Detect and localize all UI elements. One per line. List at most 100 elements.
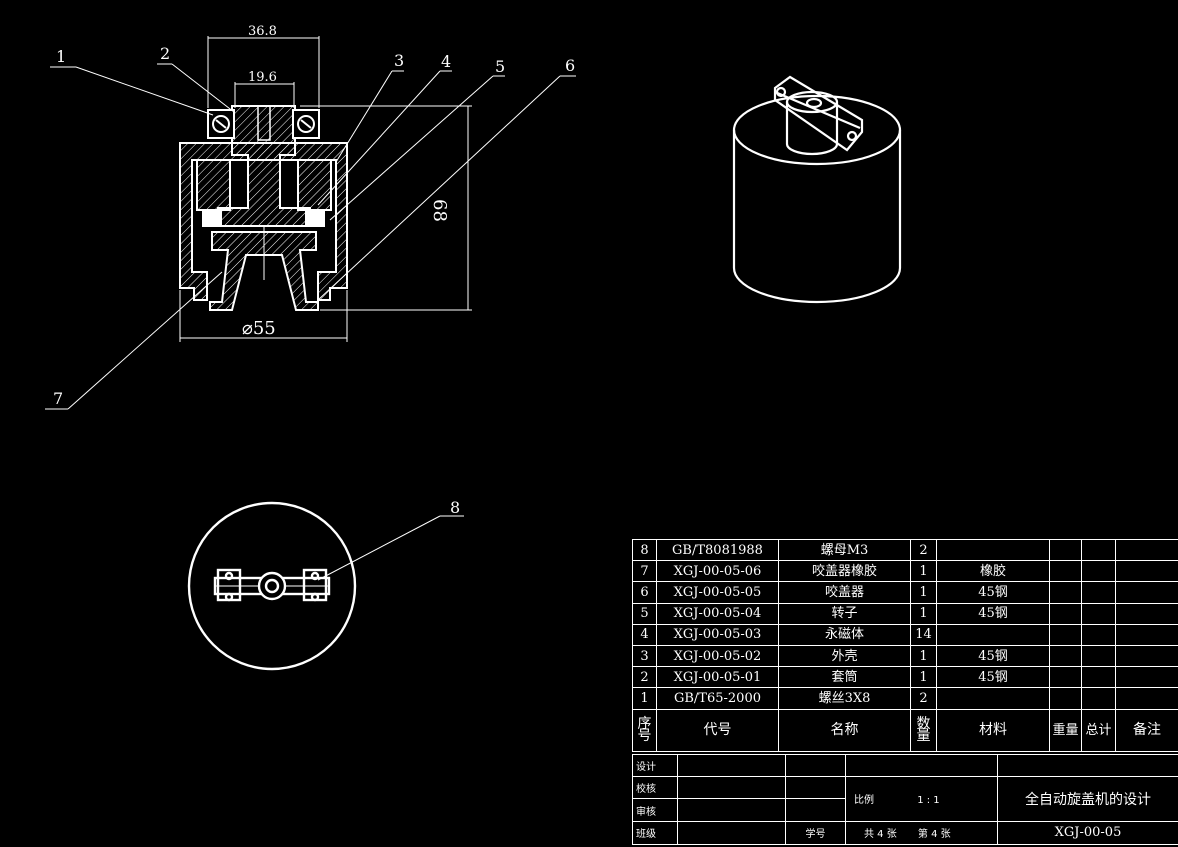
bom-cell-material: 45钢 — [936, 602, 1050, 625]
dim-width-top: 36.8 — [248, 24, 277, 39]
bom-cell-weight — [1049, 623, 1082, 646]
bom-cell-qty: 1 — [910, 644, 937, 668]
bom-cell-name: 咬盖器橡胶 — [778, 560, 911, 583]
bom-cell-material: 橡胶 — [936, 560, 1050, 583]
bom-cell-total — [1081, 666, 1116, 689]
bom-cell-weight — [1049, 538, 1082, 562]
bom-header-qty: 数量 — [910, 708, 937, 752]
tb-sheets-cell: 共 4 张 第 4 张 — [845, 820, 998, 846]
tb-class-value — [677, 820, 786, 846]
leader-lines — [45, 63, 576, 581]
bom-cell-name: 螺丝3X8 — [778, 687, 911, 710]
callout-6: 6 — [565, 56, 576, 75]
tb-design-extra — [785, 753, 846, 778]
bom-cell-material: 45钢 — [936, 644, 1050, 668]
seal-right — [305, 209, 325, 227]
bom-header-code: 代号 — [656, 708, 779, 752]
tb-sheets-total: 共 4 张 — [864, 829, 897, 841]
cap-gripper — [209, 231, 319, 311]
bom-cell-total — [1081, 581, 1116, 604]
tb-student-no-label: 学号 — [785, 820, 846, 846]
bom-cell-qty: 2 — [910, 687, 937, 710]
bom-header-row: 序号 代号 名称 数量 材料 重量 总计 备注 — [632, 708, 1178, 752]
bom-cell-weight — [1049, 644, 1082, 668]
tb-review-extra — [785, 798, 846, 822]
callout-2: 2 — [160, 44, 171, 63]
dimension-lines — [179, 36, 472, 342]
magnet-left — [196, 159, 231, 211]
magnet-right — [297, 159, 332, 211]
tb-scale-value: 1 : 1 — [917, 795, 940, 807]
bom-header-total: 总计 — [1081, 708, 1116, 752]
bom-header-material: 材料 — [936, 708, 1050, 752]
bom-cell-no: 6 — [632, 581, 657, 604]
bom-cell-no: 7 — [632, 560, 657, 583]
bom-cell-note — [1115, 602, 1178, 625]
bom-cell-code: GB/T65-2000 — [656, 687, 779, 710]
callout-1: 1 — [56, 47, 67, 66]
bom-cell-qty: 2 — [910, 538, 937, 562]
callout-8: 8 — [450, 498, 461, 517]
bom-cell-total — [1081, 538, 1116, 562]
bom-cell-note — [1115, 581, 1178, 604]
tb-blank-top-right — [997, 753, 1178, 778]
tb-review-value — [677, 798, 786, 822]
tb-review-label: 审核 — [632, 798, 678, 822]
bom-cell-no: 2 — [632, 666, 657, 689]
bom-cell-code: XGJ-00-05-05 — [656, 581, 779, 604]
bom-cell-name: 外壳 — [778, 644, 911, 668]
bom-cell-no: 3 — [632, 644, 657, 668]
tb-design-value — [677, 753, 786, 778]
bom-cell-material — [936, 623, 1050, 646]
tb-design-label: 设计 — [632, 753, 678, 778]
tb-drawing-code: XGJ-00-05 — [997, 820, 1178, 846]
section-view — [179, 105, 348, 311]
bom-cell-name: 螺母M3 — [778, 538, 911, 562]
bom-cell-note — [1115, 644, 1178, 668]
bom-cell-material — [936, 538, 1050, 562]
callout-5: 5 — [495, 57, 506, 76]
bom-cell-material — [936, 687, 1050, 710]
tb-check-value — [677, 776, 786, 800]
bom-header-weight: 重量 — [1049, 708, 1082, 752]
cylinder-body — [732, 130, 902, 304]
tb-sheet-no: 第 4 张 — [917, 829, 951, 841]
bom-cell-total — [1081, 560, 1116, 583]
bom-cell-no: 4 — [632, 623, 657, 646]
dim-width-inner: 19.6 — [248, 70, 277, 85]
dim-height: 68 — [429, 199, 450, 222]
bom-cell-weight — [1049, 581, 1082, 604]
bom-cell-name: 转子 — [778, 602, 911, 625]
bom-cell-code: XGJ-00-05-04 — [656, 602, 779, 625]
bom-cell-note — [1115, 687, 1178, 710]
bom-cell-note — [1115, 623, 1178, 646]
bom-cell-total — [1081, 644, 1116, 668]
bom-cell-total — [1081, 602, 1116, 625]
bom-cell-total — [1081, 623, 1116, 646]
bom-cell-code: XGJ-00-05-02 — [656, 644, 779, 668]
outer-housing — [179, 142, 348, 301]
callout-3: 3 — [394, 51, 405, 70]
tb-drawing-title: 全自动旋盖机的设计 — [997, 776, 1178, 822]
bom-cell-name: 套筒 — [778, 666, 911, 689]
bom-header-no: 序号 — [632, 708, 657, 752]
bom-header-note: 备注 — [1115, 708, 1178, 752]
bom-cell-qty: 1 — [910, 602, 937, 625]
bom-cell-qty: 14 — [910, 623, 937, 646]
bom-cell-code: GB/T8081988 — [656, 538, 779, 562]
bom-cell-name: 咬盖器 — [778, 581, 911, 604]
tb-check-label: 校核 — [632, 776, 678, 800]
bom-cell-qty: 1 — [910, 666, 937, 689]
seal-left — [202, 209, 222, 227]
callout-4: 4 — [441, 52, 452, 71]
tb-scale-label: 比例 — [854, 795, 874, 807]
bom-cell-no: 1 — [632, 687, 657, 710]
